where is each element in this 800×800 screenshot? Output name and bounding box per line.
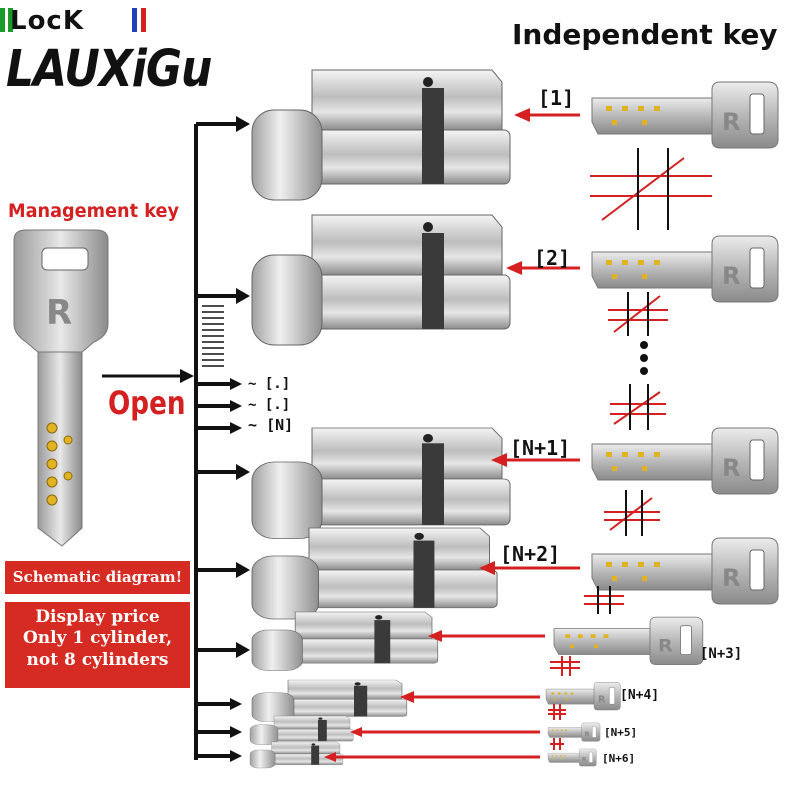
independent-key-n6 [547,748,597,767]
ellipsis-label-3: ~ [N] [248,416,294,434]
key-label-n3: [N+3] [700,646,743,662]
brand-logo: LocK LAUXiGu [0,0,212,100]
distribution-tree [194,116,250,762]
key-label-1: [1] [538,86,575,110]
ellipsis-text-3: [N] [266,416,294,434]
ellipsis-label-2: ~ [.] [248,397,291,413]
ellipsis-text-1: [.] [264,376,291,392]
ellipsis-text-2: [.] [264,397,291,413]
key-label-n1: [N+1] [510,436,571,460]
independent-key-1 [591,81,779,149]
price-line-3: not 8 cylinders [26,650,169,670]
independent-key-n5 [547,722,601,742]
logo-stripes-left [0,8,16,39]
svg-text:R: R [46,293,72,333]
independent-key-n4 [545,682,621,711]
logo-stripes-right [132,8,162,39]
independent-key-n1 [591,427,779,495]
key-label-n2: [N+2] [500,542,561,566]
management-key-image: R [13,229,109,547]
ellipsis-dots [640,341,648,375]
price-line-1: Display price [35,607,160,627]
key-label-n6: [N+6] [602,752,636,765]
management-key-heading: Management key [8,200,180,222]
schematic-badge: Schematic diagram! [5,561,190,594]
ellipsis-label-1: ~ [.] [248,376,291,392]
independent-key-n3 [553,616,704,666]
independent-key-heading: Independent key [512,18,778,51]
open-arrow [102,369,194,383]
price-notice: Display price Only 1 cylinder, not 8 cyl… [5,602,190,688]
logo-brand-name: LAUXiGu [6,40,212,99]
key-label-2: [2] [534,246,571,270]
incompatibility-marks [548,148,712,750]
key-label-n5: [N+5] [604,726,638,739]
independent-key-2 [591,235,779,303]
independent-key-n2 [591,537,779,605]
key-label-n4: [N+4] [620,688,660,703]
price-line-2: Only 1 cylinder, [22,628,172,648]
logo-lock-text: LocK [10,6,84,36]
open-label: Open [108,384,186,422]
